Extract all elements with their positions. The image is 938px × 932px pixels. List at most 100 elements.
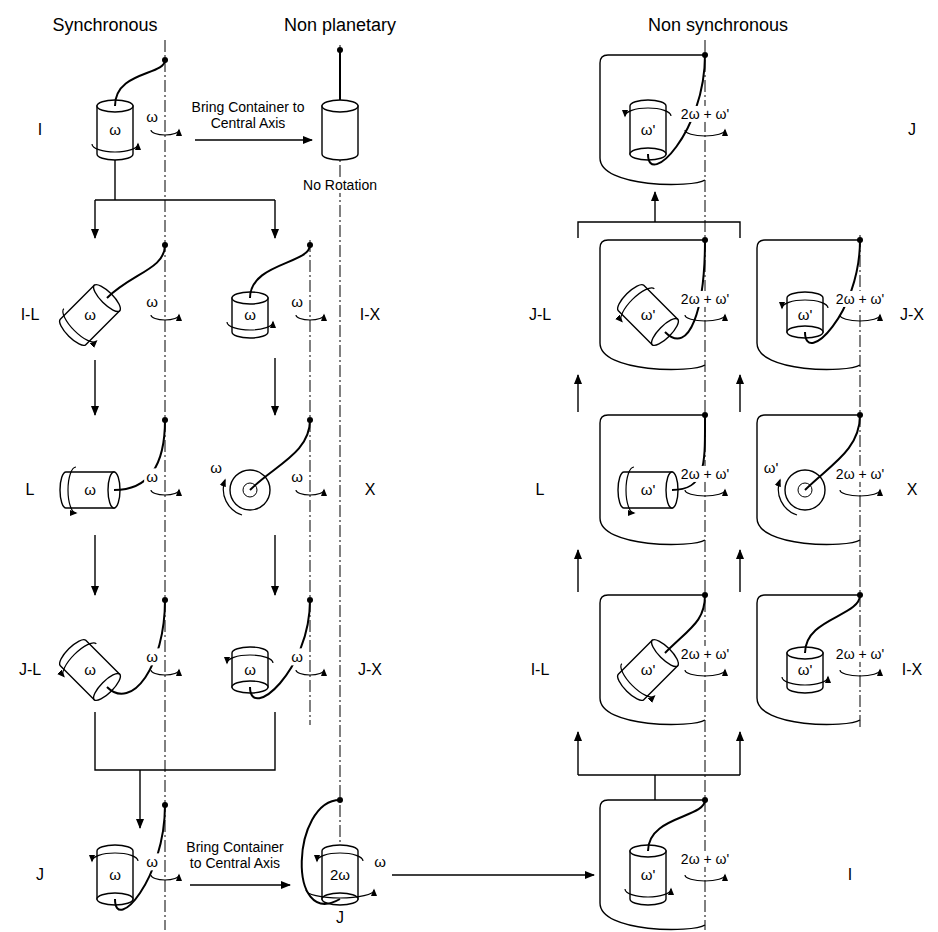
configuration-label: I-X [900,661,924,679]
speed-label: ω [289,293,305,310]
container [60,467,120,513]
container [317,845,363,905]
axis-rotation-arrow [151,130,179,135]
axis-pivot [162,597,168,603]
tube [665,240,705,339]
speed-label: ω' [639,121,658,138]
flow-arrow [578,222,740,238]
axis-pivot [857,592,863,598]
tube [114,420,165,490]
speed-label: ω [144,648,160,665]
speed-label: 2ω + ω' [834,291,886,307]
speed-label: ω' [639,866,658,883]
speed-label: 2ω [328,866,352,883]
spin-arrow [625,108,671,116]
configuration-label: J [34,866,46,884]
tube [250,420,310,490]
speed-label: ω [208,459,224,476]
flow-arrow [577,550,578,592]
axis-rotation-arrow [840,315,880,321]
axis-pivot [337,47,343,53]
axis-pivot [307,242,313,248]
flow-arrow [577,375,578,412]
speed-label: ω [107,866,123,883]
speed-label: ω' [796,661,815,678]
container [782,647,828,693]
axis-rotation-arrow [685,875,725,881]
axis-pivot [702,52,708,58]
flow-arrow [139,770,140,828]
container [92,100,138,160]
flow-arrow [739,732,740,775]
configuration-label: J-X [898,306,926,324]
spin-arrow [92,853,138,861]
configuration-label: I-L [529,661,552,679]
tube [115,60,165,106]
container [227,292,273,338]
tube [250,600,310,698]
configuration-label: L [24,481,37,499]
axis-rotation-arrow [685,670,725,676]
speed-label: ω [289,468,305,485]
flow-arrow [578,774,740,775]
speed-label: 2ω + ω' [679,466,731,482]
column-heading: Non synchronous [646,15,790,36]
central-axis [310,240,311,725]
speed-label: ω [144,293,160,310]
axis-pivot [857,237,863,243]
speed-label: 2ω + ω' [834,466,886,482]
tube [665,595,705,653]
configuration-label: J [906,121,918,139]
speed-label: ω [289,648,305,665]
speed-label: ω' [639,306,658,323]
axis-rotation-arrow [151,875,179,880]
speed-label: ω' [762,459,781,476]
transfer-note: Bring Container to Central Axis [182,99,314,131]
axis-rotation-arrow [840,670,880,676]
speed-label: ω [372,853,388,870]
speed-label: 2ω + ω' [679,106,731,122]
spin-arrow [317,853,363,861]
axis-rotation-arrow [151,490,179,495]
configuration-label: X [905,481,920,499]
tube [250,245,310,298]
container [53,278,128,353]
speed-label: ω [144,108,160,125]
tube [339,52,341,106]
speed-label: ω' [639,661,658,678]
flow-arrow [95,199,275,200]
tube [648,800,705,851]
flow-arrow [195,139,312,140]
axis-rotation-arrow [296,315,324,320]
axis-rotation-arrow [685,315,725,321]
speed-label: ω [144,853,160,870]
flow-arrow [739,375,740,412]
axis-rotation-arrow [151,670,179,675]
tube [805,595,860,653]
container [322,100,358,160]
configuration-label: J [334,909,346,927]
flow-arrow [392,874,594,875]
axis-pivot [337,797,343,803]
speed-label: ω [82,306,98,323]
axis-rotation-arrow [685,130,725,136]
speed-label: ω' [639,481,658,498]
axis-pivot [307,597,313,603]
container [625,100,671,160]
speed-label: 2ω + ω' [679,851,731,867]
tube [107,245,165,298]
axis-pivot [162,802,168,808]
column-heading: Non planetary [282,15,398,36]
central-axis [340,45,341,905]
column-heading: Synchronous [50,15,159,36]
container [53,633,128,708]
configuration-label: J-L [17,661,43,679]
speed-label: 2ω + ω' [679,646,731,662]
axis-pivot [162,57,168,63]
spin-arrow [778,480,797,515]
flow-arrow [274,358,275,415]
axis-rotation-arrow [685,490,725,496]
flow-arrow [94,200,95,238]
